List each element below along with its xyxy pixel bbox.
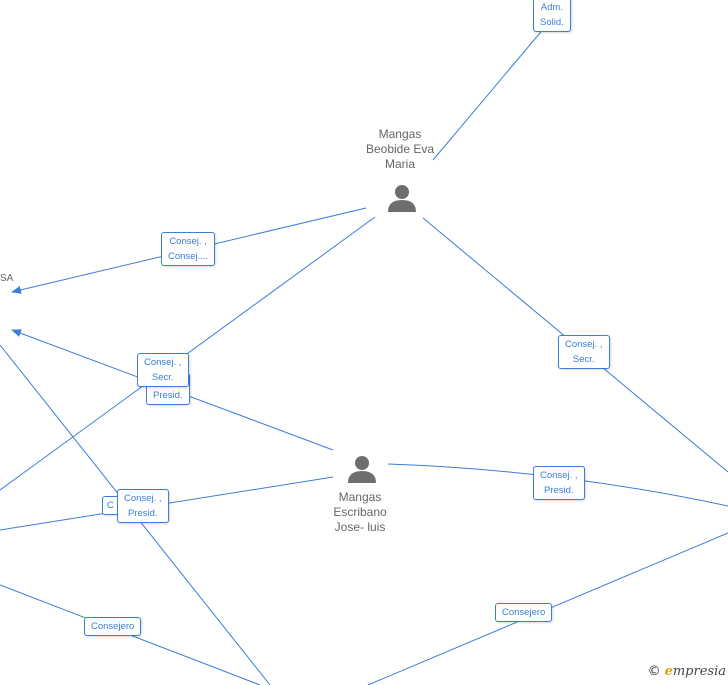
edge-label-consejero-right[interactable]: Consejero xyxy=(495,603,553,622)
empresia-logo: ©empresia xyxy=(647,664,726,679)
person-name-jose[interactable]: Mangas Escribano Jose- luis xyxy=(333,490,387,534)
person-icon[interactable] xyxy=(387,183,417,213)
edge-label-consejero-left[interactable]: Consejero xyxy=(84,617,142,636)
edge-eva-adm xyxy=(432,26,546,161)
truncated-company-label[interactable]: SA xyxy=(0,273,14,284)
edge-label-consej-presid-left[interactable]: Consej. , Presid. xyxy=(117,489,169,523)
edge-label-consej-secr[interactable]: Consej. , Secr. xyxy=(137,353,189,387)
person-name-eva[interactable]: Mangas Beobide Eva Maria xyxy=(365,127,435,171)
person-icon[interactable] xyxy=(347,454,377,484)
edge-label-consej-secr-right[interactable]: Consej. , Secr. xyxy=(558,335,610,369)
copyright-icon: © xyxy=(647,664,661,679)
edge-label-consej-consej[interactable]: Consej. , Consej.... xyxy=(161,232,216,266)
edge-label-adm-solid[interactable]: Adm. Solid. xyxy=(533,0,571,32)
edge-label-consej-presid-right[interactable]: Consej. , Presid. xyxy=(533,466,585,500)
